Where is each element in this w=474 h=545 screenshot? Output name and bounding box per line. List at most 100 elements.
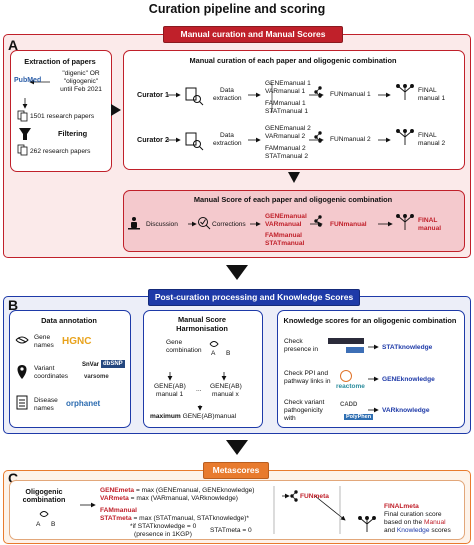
- harmonisation-box: [143, 310, 263, 428]
- oligo-thumb: [346, 347, 364, 353]
- c2-final-line1: FINAL: [418, 132, 437, 139]
- section-a-letter: A: [8, 37, 19, 53]
- paper-count-1501: 1501 research papers: [30, 113, 95, 120]
- combo-gene-b: B: [51, 521, 56, 528]
- combo-line1: Oligogenic: [25, 487, 63, 496]
- metascore-box: [9, 480, 465, 540]
- manual-score-heading: Manual Score of each paper and oligogeni…: [193, 195, 393, 204]
- section-b-letter: B: [8, 297, 19, 313]
- annotation-box: [9, 310, 131, 428]
- orphanet-logo: orphanet: [66, 399, 101, 408]
- var-meta-formula: VARmeta = max (VARmanual, VARknowledge): [100, 495, 238, 503]
- c2-fun-score: FUNmanual 2: [330, 136, 371, 143]
- stat-meta-rest: = max (STATmanual, STATknowledge)*: [133, 515, 249, 522]
- final-desc-manual: Manual: [423, 519, 446, 526]
- maximum-word: maximum: [150, 413, 181, 420]
- gene-meta-rest: = max (GENEmanual, GENEknowledge): [135, 487, 255, 494]
- final-desc-line2: based on the: [384, 519, 423, 526]
- check2-line2: pathway links in: [284, 378, 331, 385]
- final-desc-line4: scores: [431, 527, 451, 534]
- gene-a-label: A: [211, 350, 216, 357]
- final-meta: FINALmeta: [384, 503, 419, 510]
- c2-stat-score: STATmanual 2: [265, 153, 308, 160]
- stat-manual-score: STATmanual: [265, 240, 305, 247]
- fam-manual-meta: FAMmanual: [100, 507, 138, 514]
- var-meta-rest: = max (VARmanual, VARknowledge): [130, 495, 238, 502]
- figure-title: Curation pipeline and scoring: [148, 2, 326, 16]
- c2-var-score: VARmanual 2: [265, 133, 306, 140]
- fun-manual-score: FUNmanual: [330, 221, 367, 228]
- final-manual-line2: manual: [418, 225, 442, 232]
- query-line1: "digenic" OR: [62, 70, 100, 77]
- c1-var-score: VARmanual 1: [265, 88, 306, 95]
- check1-line1: Check: [284, 338, 303, 345]
- maximum-gene-manual: maximum GENE(AB)manual: [150, 413, 236, 421]
- stat-knowledge: STATknowledge: [382, 344, 433, 351]
- gene-names-line1: Gene: [34, 334, 51, 341]
- c1-final-line1: FINAL: [418, 87, 437, 94]
- curator-1-label: Curator 1: [137, 90, 169, 99]
- filtering-label: Filtering: [58, 129, 88, 138]
- stat-meta-formula: STATmeta = max (STATmanual, STATknowledg…: [100, 515, 249, 523]
- data-extraction-2a: Data: [220, 132, 234, 139]
- gene-names-line2: names: [34, 342, 54, 349]
- knowledge-box: [277, 310, 465, 428]
- check2-line1: Check PPI and: [284, 370, 328, 377]
- section-a-banner: Manual curation and Manual Scores: [163, 26, 343, 43]
- c2-final-line2: manual 2: [418, 140, 446, 147]
- gene-knowledge: GENEknowledge: [382, 376, 435, 383]
- string-logo-icon: [340, 370, 352, 382]
- check3-line1: Check variant: [284, 399, 325, 406]
- combo-gene-a: A: [36, 521, 41, 528]
- extraction-heading: Extraction of papers: [24, 57, 96, 66]
- final-desc-line3: and: [384, 527, 396, 534]
- fam-manual-score: FAMmanual: [265, 232, 303, 239]
- manual1-line2: manual 1: [156, 391, 184, 398]
- manualx-line2: manual x: [212, 391, 239, 398]
- c1-fam-score: FAMmanual 1: [265, 100, 306, 107]
- query-line3: until Feb 2021: [60, 86, 102, 93]
- c1-stat-score: STATmanual 1: [265, 108, 308, 115]
- data-extraction-2b: extraction: [213, 140, 242, 147]
- var-meta-name: VARmeta: [100, 495, 129, 502]
- curation-heading: Manual curation of each paper and oligog…: [189, 56, 397, 65]
- snvar-logo: SnVar: [82, 362, 100, 368]
- section-c-banner: Metascores: [203, 462, 269, 479]
- final-desc-line1: Final curation score: [384, 511, 442, 518]
- manualx-line1: GENE(AB): [210, 383, 242, 390]
- pubmed-logo: PubMed: [14, 77, 42, 84]
- final-manual-line1: FINAL: [418, 217, 438, 224]
- variant-line1: Variant: [34, 365, 55, 372]
- variant-line2: coordinates: [34, 373, 69, 380]
- c2-gene-score: GENEmanual 2: [265, 125, 311, 132]
- cadd-logo: CADD: [340, 402, 358, 408]
- harmonisation-dots: ...: [196, 386, 202, 393]
- curation-box: [123, 50, 465, 170]
- gene-combination-line1: Gene: [166, 339, 183, 346]
- polyphen-logo: PolyPhen: [344, 414, 374, 420]
- varsome-logo: varsome: [84, 374, 109, 380]
- final-desc-line3-row: and Knowledge scores: [384, 527, 451, 535]
- gnomad-screenshot-thumb: [328, 338, 364, 344]
- c2-fam-score: FAMmanual 2: [265, 145, 306, 152]
- down-arrow-a-b: [226, 265, 248, 280]
- discussion-label: Discussion: [146, 221, 178, 228]
- stat-meta-name: STATmeta: [100, 515, 132, 522]
- manual1-line1: GENE(AB): [154, 383, 186, 390]
- corrections-label: Corrections: [212, 221, 246, 228]
- down-arrow-b-c: [226, 440, 248, 455]
- section-c-letter: C: [8, 470, 19, 486]
- footnote-line1: *if STATknowledge = 0: [130, 523, 197, 530]
- check3-line2: pathogenicity: [284, 407, 323, 414]
- check1-line2: presence in: [284, 346, 319, 353]
- var-manual-score: VARmanual: [265, 221, 302, 228]
- fun-meta: FUNmeta: [300, 493, 329, 500]
- gene-b-label: B: [226, 350, 231, 357]
- footnote-result: STATmeta = 0: [210, 527, 252, 534]
- disease-line2: names: [34, 405, 54, 412]
- section-b-banner: Post-curation processing and Knowledge S…: [148, 289, 360, 306]
- data-extraction-1b: extraction: [213, 95, 242, 102]
- query-line2: "oligogenic": [63, 78, 99, 85]
- c1-gene-score: GENEmanual 1: [265, 80, 311, 87]
- data-extraction-1a: Data: [220, 87, 234, 94]
